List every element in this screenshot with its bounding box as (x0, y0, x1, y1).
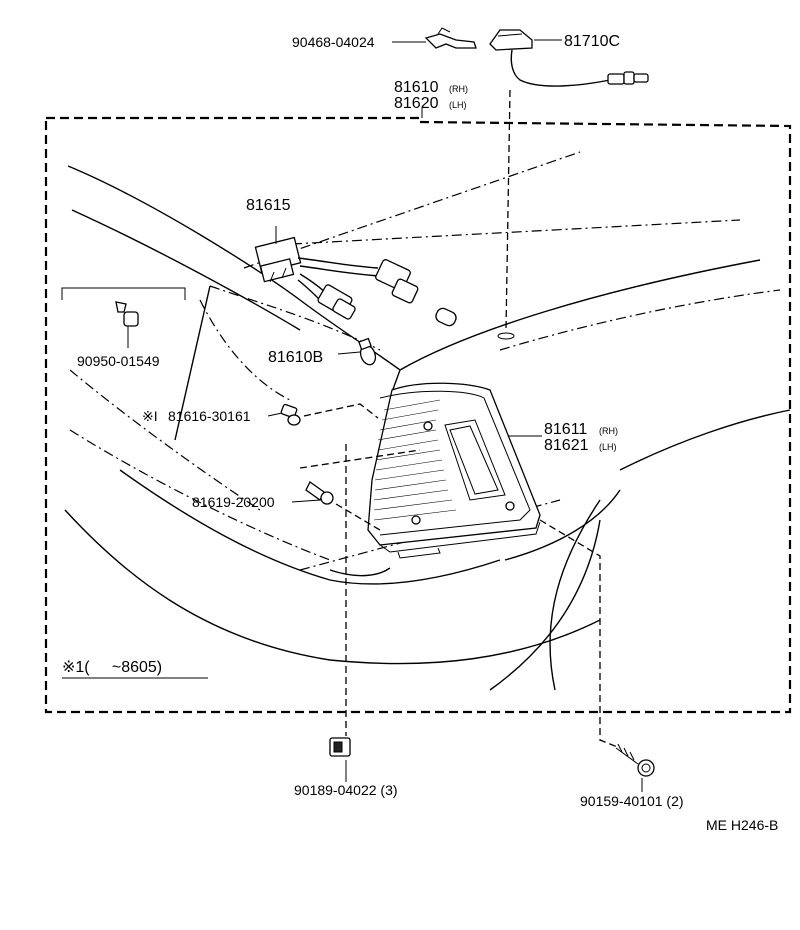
alignment-lines (299, 89, 621, 749)
bulb-81610b (358, 337, 377, 366)
label-81621: 81621 (544, 437, 589, 454)
label-81620: 81620 (394, 95, 439, 112)
diagram-code: ME H246-B (706, 817, 778, 833)
label-81710c: 81710C (564, 33, 620, 50)
label-81610: 81610 (394, 79, 439, 96)
label-81616-30161: 81616-30161 (168, 408, 251, 424)
label-81611-side: (RH) (599, 426, 618, 436)
socket-wire-harness (254, 236, 419, 320)
vehicle-body-lines (64, 151, 791, 691)
label-81610b: 81610B (268, 349, 323, 366)
tail-lamp-lens (367, 382, 541, 559)
screw-90159 (615, 743, 655, 777)
leader-lines (62, 39, 643, 792)
license-lamp-81710c (489, 29, 649, 87)
screw-90950 (115, 301, 139, 327)
nut-90189 (329, 737, 351, 757)
label-90950-01549: 90950-01549 (77, 353, 160, 369)
label-81621-side: (LH) (599, 442, 617, 452)
grommet (497, 332, 515, 340)
label-81610-side: (RH) (449, 84, 468, 94)
part-labels: 90468-04024 81710C 81610 (RH) 81620 (LH)… (62, 33, 778, 833)
clip-90468 (424, 27, 477, 49)
label-81620-side: (LH) (449, 100, 467, 110)
label-90159-40101: 90159-40101 (2) (580, 793, 684, 809)
note-applicability: ※1( ~8605) (62, 659, 162, 676)
label-81616-mark: ※I (142, 408, 158, 424)
screw-81616 (280, 403, 301, 426)
label-81619-20200: 81619-20200 (192, 494, 275, 510)
bracket-90950 (61, 287, 186, 300)
label-81615: 81615 (246, 197, 291, 214)
label-81611: 81611 (544, 421, 587, 438)
label-90189-04022: 90189-04022 (3) (294, 782, 398, 798)
label-90468-04024: 90468-04024 (292, 34, 375, 50)
bulb (435, 307, 457, 327)
assembly-frame (44, 116, 792, 714)
